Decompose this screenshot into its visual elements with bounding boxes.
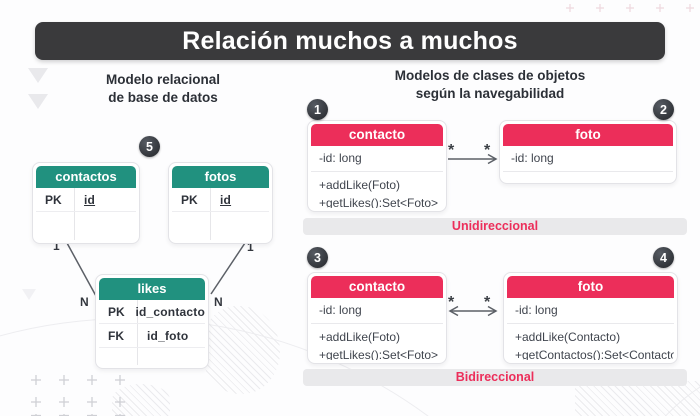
multiplicity-label: 1	[53, 239, 60, 253]
table-row: PK id	[36, 188, 136, 212]
class-header: foto	[507, 276, 674, 298]
table-header: fotos	[172, 166, 269, 188]
table-row: PK id	[172, 188, 269, 212]
line-fotos-likes	[210, 242, 246, 295]
class-foto-bi: foto -id: long +addLike(Contacto) +getCo…	[503, 272, 678, 364]
column-divider	[137, 300, 138, 365]
multiplicity-star: *	[484, 142, 491, 159]
hatch-decoration	[575, 381, 700, 416]
badge-1: 1	[307, 99, 328, 120]
multiplicity-star: *	[484, 294, 491, 311]
badge-4: 4	[653, 247, 674, 268]
multiplicity-label: N	[214, 295, 223, 309]
class-attribute: -id: long	[311, 146, 443, 172]
line-contactos-likes	[66, 242, 97, 297]
class-attribute: -id: long	[311, 298, 443, 324]
class-header: contacto	[311, 124, 443, 146]
class-foto-uni: foto -id: long	[499, 120, 677, 184]
table-row: PK id_contacto	[99, 300, 205, 324]
triangle-decoration	[28, 94, 48, 109]
hatch-decoration	[112, 384, 170, 416]
triangle-decoration	[28, 68, 48, 83]
page-title: Relación muchos a muchos	[182, 26, 518, 55]
table-row: FK id_foto	[99, 324, 205, 348]
class-attribute: -id: long	[503, 146, 673, 172]
class-attribute: -id: long	[507, 298, 674, 324]
bidirectional-bar: Bidireccional	[303, 369, 687, 386]
class-header: contacto	[311, 276, 443, 298]
multiplicity-star: *	[448, 142, 455, 159]
class-contacto-bi: contacto -id: long +addLike(Foto) +getLi…	[307, 272, 447, 364]
unidirectional-bar: Unidireccional	[303, 218, 687, 235]
table-header: likes	[99, 278, 205, 300]
class-methods	[503, 172, 673, 180]
multiplicity-label: N	[80, 295, 89, 309]
table-contactos: contactos PK id	[32, 162, 140, 244]
hatch-decoration	[202, 306, 280, 394]
plus-row-decoration	[566, 4, 694, 12]
right-section-heading: Modelos de clases de objetos según la na…	[394, 68, 586, 101]
column-divider	[210, 188, 211, 240]
class-contacto-uni: contacto -id: long +addLike(Foto) +getLi…	[307, 120, 447, 212]
class-methods: +addLike(Contacto) +getContactos():Set<C…	[515, 330, 674, 360]
triangle-decoration	[22, 289, 36, 300]
left-section-heading: Modelo relacional de base de datos	[105, 72, 221, 105]
table-fotos: fotos PK id	[168, 162, 273, 244]
table-header: contactos	[36, 166, 136, 188]
table-likes: likes PK id_contacto FK id_foto	[95, 274, 209, 369]
class-header: foto	[503, 124, 673, 146]
column-divider	[74, 188, 75, 240]
multiplicity-label: 1	[247, 240, 254, 254]
badge-5: 5	[139, 136, 160, 157]
class-methods: +addLike(Foto) +getLikes():Set<Foto>	[319, 178, 439, 208]
multiplicity-star: *	[448, 294, 455, 311]
badge-3: 3	[307, 247, 328, 268]
class-methods: +addLike(Foto) +getLikes():Set<Foto>	[319, 330, 439, 360]
title-bar: Relación muchos a muchos	[35, 22, 665, 60]
badge-2: 2	[653, 99, 674, 120]
